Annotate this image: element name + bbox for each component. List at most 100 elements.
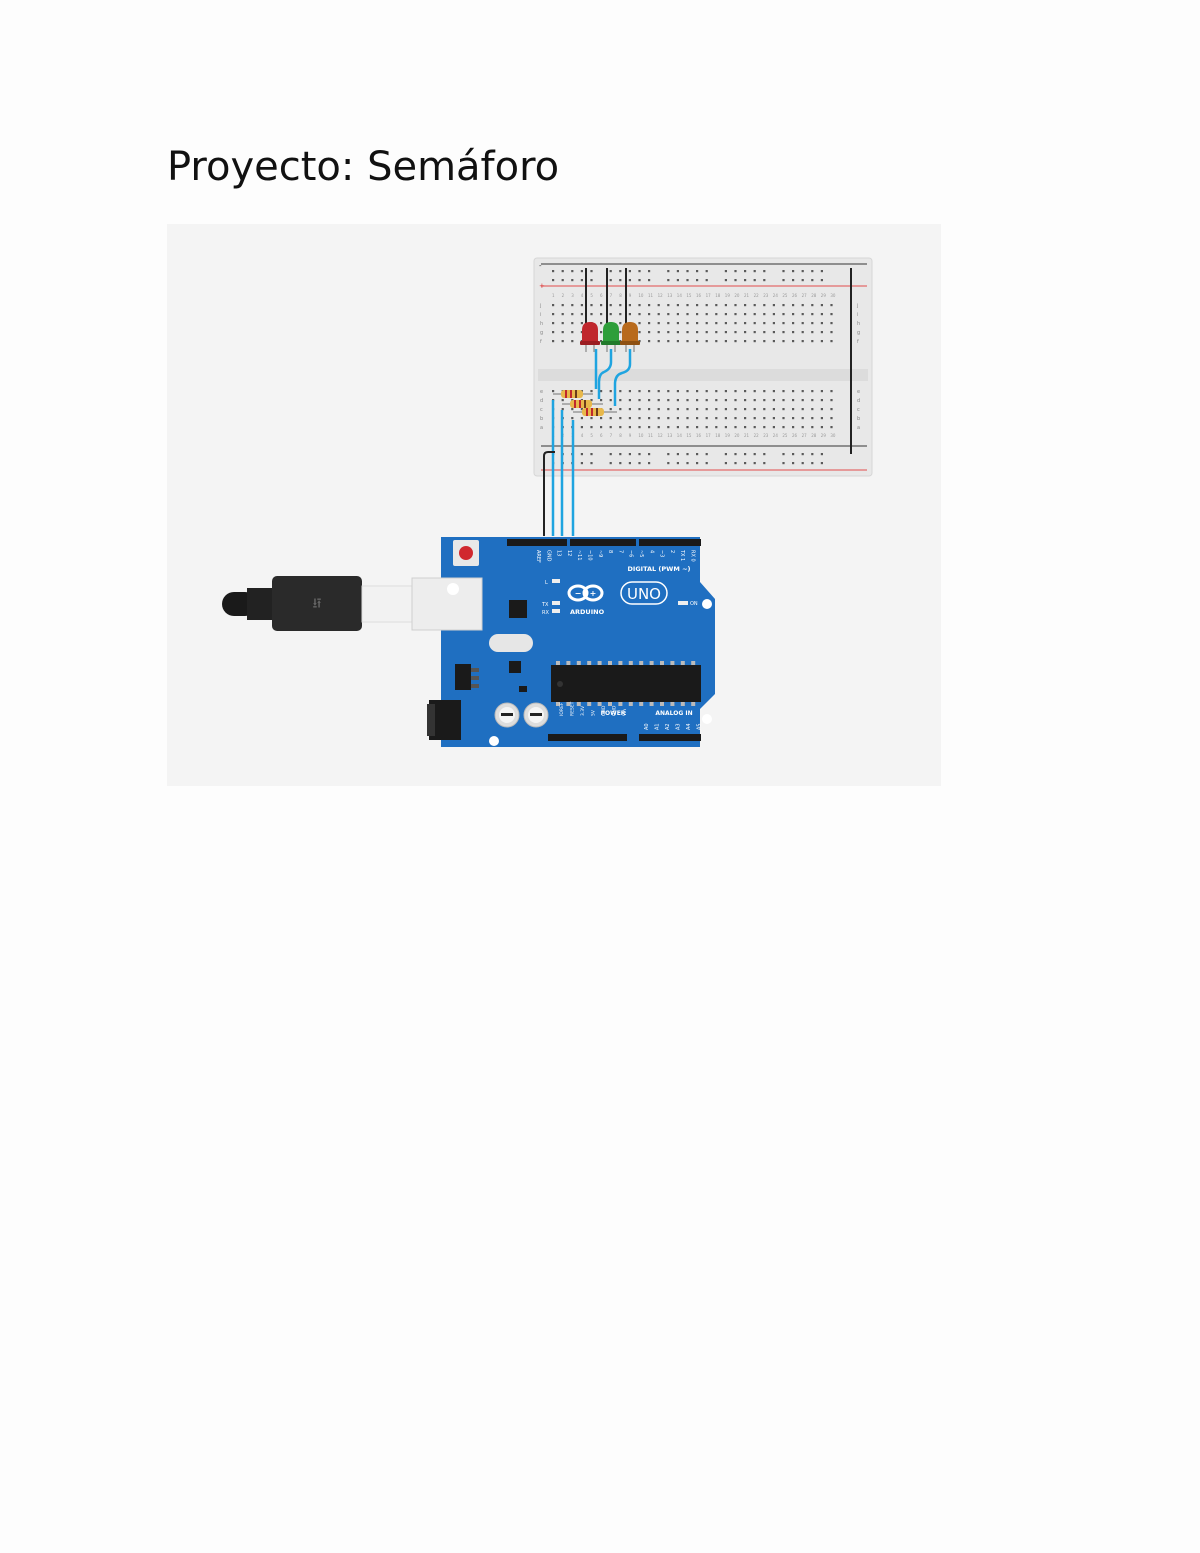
breadboard-column-label: 22 (754, 433, 760, 438)
digital-pin-label: ~6 (628, 550, 634, 557)
breadboard-hole (667, 453, 670, 456)
chip-pin (608, 661, 612, 665)
breadboard-hole (801, 340, 804, 343)
analog-header-label: ANALOG IN (655, 710, 692, 717)
arduino-logo-icon: − + (567, 584, 604, 602)
breadboard-hole (801, 322, 804, 325)
breadboard-hole (820, 313, 823, 316)
breadboard-hole (696, 304, 699, 307)
breadboard-hole (715, 408, 718, 411)
breadboard-hole (657, 426, 660, 429)
chip-pin (587, 661, 592, 665)
breadboard-hole (744, 462, 747, 465)
breadboard-hole (638, 390, 641, 393)
breadboard-hole (744, 270, 747, 273)
breadboard-column-label: 13 (667, 433, 673, 438)
breadboard-hole (628, 313, 631, 316)
breadboard-hole (811, 279, 814, 282)
breadboard-hole (830, 313, 833, 316)
breadboard-hole (638, 304, 641, 307)
breadboard-hole (763, 304, 766, 307)
breadboard-hole (820, 399, 823, 402)
breadboard-hole (561, 304, 564, 307)
digital-pin-label: ~10 (587, 550, 593, 561)
breadboard-hole (648, 340, 651, 343)
breadboard-hole (619, 279, 622, 282)
breadboard-hole (667, 313, 670, 316)
red-led (580, 322, 600, 352)
breadboard-hole (609, 408, 612, 411)
breadboard-hole (580, 408, 583, 411)
breadboard-hole (772, 304, 775, 307)
resistor-3 (573, 408, 617, 416)
breadboard-hole (561, 408, 564, 411)
breadboard-hole (638, 408, 641, 411)
breadboard-hole (782, 399, 785, 402)
breadboard-hole (734, 399, 737, 402)
breadboard-column-label: 25 (782, 293, 788, 298)
breadboard-hole (600, 426, 603, 429)
breadboard-hole (763, 313, 766, 316)
breadboard-hole (657, 417, 660, 420)
breadboard-row-label: g (540, 330, 543, 336)
breadboard-hole (744, 417, 747, 420)
header-analog-pins (639, 734, 701, 741)
breadboard-hole (772, 313, 775, 316)
breadboard-hole (686, 453, 689, 456)
digital-pin-label: ~3 (659, 550, 665, 557)
digital-pin-label: 13 (556, 550, 562, 556)
breadboard-hole (782, 322, 785, 325)
breadboard-hole (782, 331, 785, 334)
breadboard-column-label: 12 (658, 293, 664, 298)
breadboard-hole (696, 340, 699, 343)
chip-pin (680, 702, 685, 706)
rail-label-minus: - (539, 262, 542, 270)
breadboard-hole (600, 322, 603, 325)
breadboard-hole (590, 270, 593, 273)
breadboard-hole (734, 390, 737, 393)
chip-pin (680, 661, 685, 665)
rail-label-plus: + (539, 282, 545, 290)
breadboard-hole (648, 453, 651, 456)
breadboard-hole (820, 304, 823, 307)
breadboard-hole (638, 331, 641, 334)
breadboard-hole (801, 417, 804, 420)
breadboard-hole (648, 304, 651, 307)
breadboard-hole (753, 304, 756, 307)
breadboard-hole (724, 313, 727, 316)
breadboard-hole (811, 331, 814, 334)
chip-pin (691, 661, 696, 665)
crystal-oscillator (489, 634, 533, 652)
reset-button[interactable] (459, 546, 473, 560)
breadboard-hole (715, 390, 718, 393)
breadboard-hole (580, 322, 583, 325)
breadboard-hole (686, 322, 689, 325)
breadboard-column-label: 16 (696, 433, 702, 438)
breadboard-hole (753, 313, 756, 316)
breadboard-hole (657, 313, 660, 316)
breadboard-column-label: 15 (686, 433, 692, 438)
breadboard-hole (724, 279, 727, 282)
breadboard-hole (763, 426, 766, 429)
breadboard-hole (782, 390, 785, 393)
breadboard-hole (696, 313, 699, 316)
breadboard-hole (609, 417, 612, 420)
breadboard-hole (667, 462, 670, 465)
breadboard-hole (820, 417, 823, 420)
breadboard-hole (820, 270, 823, 273)
breadboard-column-label: 18 (715, 293, 721, 298)
breadboard-hole (628, 408, 631, 411)
breadboard-hole (590, 313, 593, 316)
breadboard-hole (600, 313, 603, 316)
breadboard-hole (676, 399, 679, 402)
chip-pin (639, 661, 644, 665)
breadboard-hole (734, 417, 737, 420)
breadboard-hole (667, 408, 670, 411)
breadboard-hole (561, 331, 564, 334)
digital-pin-label: 2 (669, 550, 675, 553)
breadboard-hole (705, 390, 708, 393)
breadboard-hole (734, 331, 737, 334)
breadboard-row-label: e (540, 389, 543, 395)
breadboard-column-label: 17 (706, 433, 712, 438)
breadboard-hole (657, 340, 660, 343)
